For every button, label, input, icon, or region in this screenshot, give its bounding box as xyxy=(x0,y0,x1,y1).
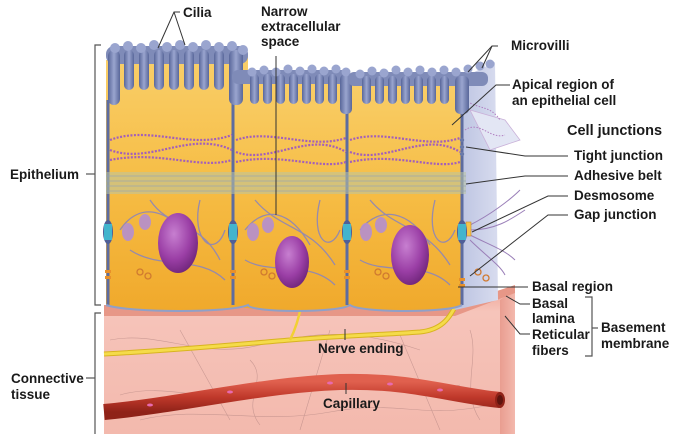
desmosome-plaques xyxy=(122,214,387,241)
label-nerve-ending: Nerve ending xyxy=(318,341,404,356)
label-basement-membrane-2: membrane xyxy=(601,336,670,351)
label-capillary: Capillary xyxy=(323,396,381,411)
label-narrow-space-2: extracellular xyxy=(261,19,341,34)
label-apical-region-2: an epithelial cell xyxy=(512,93,617,108)
label-apical-region-1: Apical region of xyxy=(512,77,615,92)
adhesive-belt-band xyxy=(106,172,466,194)
label-basal-region: Basal region xyxy=(532,279,614,294)
microvilli-cell-1 xyxy=(106,40,248,105)
microvilli-cell-3 xyxy=(348,59,495,114)
connective-tissue-block xyxy=(103,285,515,434)
label-reticular-fibers-1: Reticular xyxy=(532,327,590,342)
terminal-web xyxy=(109,133,461,166)
label-basal-lamina-1: Basal xyxy=(532,296,569,311)
gap-junction-channels xyxy=(136,268,490,282)
label-connective-tissue-1: Connective xyxy=(11,371,84,386)
nucleus-cell-1 xyxy=(158,213,198,273)
label-basement-membrane-1: Basement xyxy=(601,320,666,335)
label-reticular-fibers-2: fibers xyxy=(532,343,569,358)
label-connective-tissue-2: tissue xyxy=(11,387,51,402)
heading-cell-junctions: Cell junctions xyxy=(567,123,663,139)
label-desmosome: Desmosome xyxy=(574,188,655,203)
label-narrow-space-3: space xyxy=(261,34,300,49)
red-blood-cells xyxy=(147,381,443,407)
nucleus-cell-3 xyxy=(391,225,429,285)
junction-complexes xyxy=(103,137,467,287)
basement-membrane-bracket xyxy=(585,296,593,357)
epithelium-bracket xyxy=(94,44,101,306)
connective-tissue-bracket xyxy=(94,312,101,434)
microvilli-cell-2 xyxy=(232,64,352,114)
label-gap-junction: Gap junction xyxy=(574,207,657,222)
label-cilia: Cilia xyxy=(183,5,212,20)
label-epithelium: Epithelium xyxy=(10,167,80,182)
label-basal-lamina-2: lamina xyxy=(532,311,575,326)
nucleus-cell-2 xyxy=(275,236,309,288)
label-narrow-space-1: Narrow xyxy=(261,4,308,19)
leader-lines xyxy=(157,11,568,394)
brackets xyxy=(86,44,598,434)
label-tight-junction: Tight junction xyxy=(574,148,663,163)
label-microvilli: Microvilli xyxy=(511,38,570,53)
cell-side-face xyxy=(455,62,526,310)
label-adhesive-belt: Adhesive belt xyxy=(574,168,662,183)
epithelial-cells xyxy=(103,40,495,312)
